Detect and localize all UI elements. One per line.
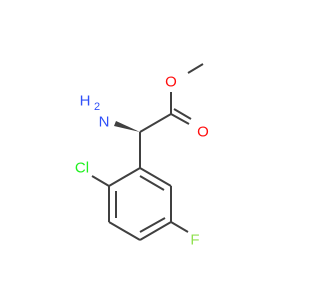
carbonyl-oxygen-label: O (197, 124, 209, 141)
ring-bond-c4-c5 (139, 221, 172, 241)
ring-double-c4-c5 (139, 217, 166, 233)
bond-carbonyl-double-1 (170, 113, 190, 125)
amine-hydrogen-label: H (80, 93, 91, 110)
ring-bond-c6-c1 (139, 167, 172, 187)
ring-bond-c3-c4 (108, 221, 141, 241)
bond-ring-chlorine (91, 175, 110, 187)
ester-oxygen-label: O (165, 74, 177, 91)
amine-subscript-label: 2 (94, 101, 100, 113)
bond-carbonyl-double-2 (173, 108, 192, 120)
ring-double-c6-c1 (139, 175, 165, 191)
ring-bond-c1-c2 (108, 167, 141, 187)
atom-labels: O O H 2 N Cl F (75, 74, 209, 249)
chlorine-label: Cl (75, 160, 89, 177)
fluorine-label: F (190, 232, 199, 249)
wedge-bond-amine (114, 121, 140, 132)
bond-layer (91, 63, 204, 241)
molecule-structure: O O H 2 N Cl F (75, 63, 209, 249)
amine-nitrogen-label: N (99, 114, 110, 131)
bond-carbonyl-alpha (139, 113, 172, 133)
bond-methyl-oxygen (187, 63, 204, 74)
bond-ring-fluorine (170, 221, 189, 233)
